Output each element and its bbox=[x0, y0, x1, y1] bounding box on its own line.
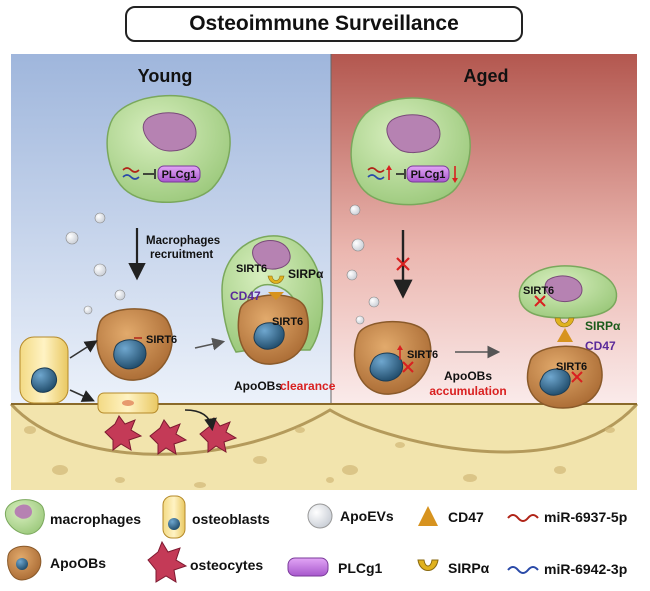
young-panel-bg bbox=[11, 54, 331, 414]
young-apoob-cell bbox=[96, 308, 173, 381]
young-sirpa-label: SIRPα bbox=[288, 267, 324, 281]
aged-mirna-pair bbox=[367, 165, 406, 180]
aged-caption-red: accumulation bbox=[429, 384, 506, 398]
young-apoob-sirt6-label: SIRT6 bbox=[272, 316, 303, 328]
aged-apoob-sirt6-label: SIRT6 bbox=[556, 361, 587, 373]
young-apoevs bbox=[65, 212, 135, 325]
legend-label-sirpa: SIRPα bbox=[448, 560, 490, 576]
legend-mir6942-icon bbox=[507, 566, 539, 574]
aged-apoob-cell bbox=[353, 320, 432, 395]
recruit-line-1: Macrophages bbox=[146, 235, 220, 247]
legend-label-plcg1: PLCg1 bbox=[338, 560, 383, 576]
bone-surface-line bbox=[9, 402, 639, 456]
legend-mir6937-icon bbox=[507, 514, 539, 522]
aged-plcg1-label: PLCg1 bbox=[411, 169, 446, 181]
recruit-line-2: recruitment bbox=[150, 249, 213, 261]
aged-panel-bg bbox=[331, 54, 637, 414]
legend-label-cd47: CD47 bbox=[448, 509, 484, 525]
young-osteoblast-sirt6-label: SIRT6 bbox=[146, 334, 177, 346]
young-cd47-label: CD47 bbox=[230, 289, 261, 303]
bone-matrix bbox=[11, 404, 637, 490]
legend-apoev-icon bbox=[307, 503, 333, 529]
legend-osteocyte-icon bbox=[147, 540, 188, 583]
osteocytes-cluster bbox=[104, 415, 238, 456]
aged-plcg1-shape bbox=[406, 165, 450, 183]
aged-apoob-x bbox=[402, 361, 414, 373]
aged-heading: Aged bbox=[464, 66, 509, 86]
legend-osteoblast-icon bbox=[162, 495, 186, 539]
legend-label-apoobs: ApoOBs bbox=[50, 555, 106, 571]
legend-label-osteoblasts: osteoblasts bbox=[192, 511, 270, 527]
young-caption-red: clearance bbox=[280, 379, 336, 393]
aged-cd47-label: CD47 bbox=[585, 339, 616, 353]
legend-plcg1-icon bbox=[287, 557, 329, 577]
legend-label-osteocytes: osteocytes bbox=[190, 557, 263, 573]
aged-caption-black: ApoOBs bbox=[444, 369, 492, 383]
aged-macrophage-sirt6-x bbox=[534, 295, 546, 307]
aged-macrophage bbox=[350, 97, 471, 206]
aged-sirt6-up-arrow bbox=[397, 345, 403, 360]
aged-osteoblast-sirt6-label: SIRT6 bbox=[407, 349, 438, 361]
aged-cd47-triangle bbox=[557, 328, 573, 342]
lining-to-osteocyte-arrow bbox=[184, 409, 217, 432]
bone-lining-cell bbox=[97, 392, 159, 414]
legend-label-mir6937: miR-6937-5p bbox=[544, 509, 627, 525]
aged-sirpa-label: SIRPα bbox=[585, 319, 621, 333]
young-plcg1-label: PLCg1 bbox=[162, 169, 197, 181]
figure-title-box: Osteoimmune Surveillance bbox=[125, 6, 523, 42]
young-engulfed-apoob bbox=[237, 294, 309, 365]
legend-label-apoevs: ApoEVs bbox=[340, 508, 394, 524]
bone-pores bbox=[24, 426, 615, 488]
young-heading: Young bbox=[138, 66, 193, 86]
aged-apoob-sirt6-x bbox=[571, 371, 583, 383]
aged-macrophage-sirt6-label: SIRT6 bbox=[523, 285, 554, 297]
young-cd47-triangle bbox=[268, 292, 284, 300]
legend-sirpa-icon bbox=[417, 559, 439, 571]
young-macrophage bbox=[106, 94, 231, 203]
figure-title: Osteoimmune Surveillance bbox=[189, 12, 459, 35]
aged-apoevs bbox=[346, 204, 380, 325]
osteoblast-to-apoob-arrow bbox=[69, 340, 98, 359]
young-clearance-arrow bbox=[194, 337, 226, 351]
legend-label-mir6942: miR-6942-3p bbox=[544, 561, 627, 577]
aged-plcg1-down-arrow bbox=[452, 166, 458, 183]
legend-apoob-icon bbox=[7, 545, 42, 581]
young-osteoblast bbox=[19, 336, 69, 404]
legend-macrophage-icon bbox=[4, 499, 45, 535]
legend-label-macrophages: macrophages bbox=[50, 511, 141, 527]
young-sirpa-shape bbox=[267, 275, 285, 284]
aged-accumulated-apoob bbox=[526, 345, 603, 409]
aged-sirpa-shape bbox=[554, 317, 575, 328]
osteoblast-to-lining-arrow bbox=[69, 389, 95, 402]
young-caption-black: ApoOBs bbox=[234, 379, 282, 393]
young-macrophage-sirt6-label: SIRT6 bbox=[236, 263, 267, 275]
bone-lining-nucleus bbox=[122, 400, 134, 406]
aged-failing-macrophage bbox=[518, 265, 618, 319]
young-mirna-pair bbox=[122, 167, 156, 180]
young-plcg1-shape bbox=[157, 165, 201, 183]
legend: macrophages osteoblasts ApoEVs CD47 miR-… bbox=[4, 495, 627, 583]
aged-recruit-block-x bbox=[396, 257, 410, 271]
young-engulfing-macrophage bbox=[221, 235, 324, 353]
legend-cd47-icon bbox=[418, 506, 438, 526]
